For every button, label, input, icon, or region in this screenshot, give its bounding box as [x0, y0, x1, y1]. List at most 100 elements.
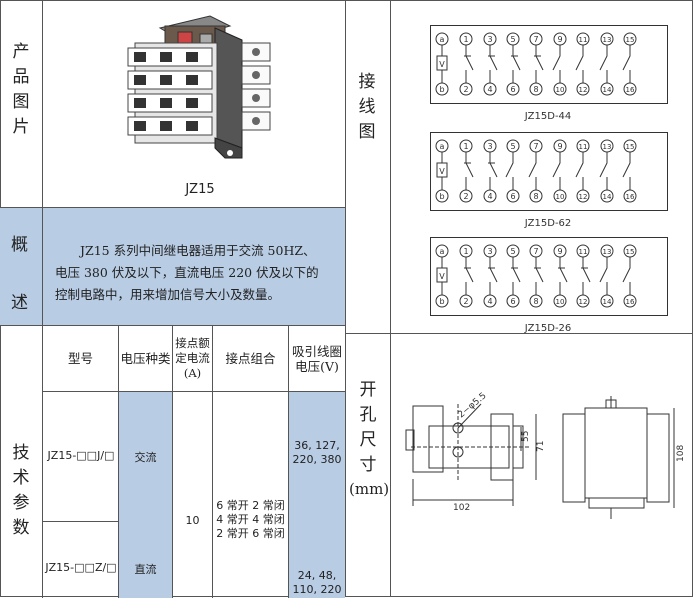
terminal-label-bottom-16: 16: [626, 193, 635, 201]
coil-label: V: [439, 167, 445, 176]
contact-nc-symbol: [581, 257, 591, 295]
overview-label-bottom: 述: [11, 293, 28, 313]
terminal-label-top-1: 1: [463, 247, 468, 256]
contact-no-symbol: [505, 152, 514, 190]
dim-height-inner-label: 55: [521, 431, 531, 442]
terminal-label-top-13: 13: [603, 248, 612, 256]
row-dc-model: JZ15-□□Z/□: [45, 561, 117, 574]
terminal-label-bottom-2: 2: [463, 192, 468, 201]
terminal-label-bottom-14: 14: [603, 86, 612, 94]
terminal-label-top-9: 9: [557, 142, 562, 151]
row-line-header: [42, 391, 345, 392]
terminal-label-top-7: 7: [533, 142, 538, 151]
row-dc-coil-voltage-l2: 110, 220: [292, 583, 342, 596]
row-dc-voltage-type: 直流: [134, 563, 157, 576]
terminal-label-bottom-14: 14: [603, 298, 612, 306]
col-line-4: [288, 326, 289, 598]
terminal-label-top-15: 15: [626, 248, 635, 256]
terminal-label-top-13: 13: [603, 36, 612, 44]
contact-no-symbol: [622, 152, 631, 190]
header-contacts: 接点组合: [225, 351, 276, 366]
terminal-label-bottom-8: 8: [533, 297, 538, 306]
terminal-label-top-a: a: [440, 247, 445, 256]
overview-label-top: 概: [11, 235, 28, 255]
contact-nc-symbol: [464, 257, 474, 295]
terminal-label-bottom-2: 2: [463, 297, 468, 306]
col-line-2: [172, 326, 173, 598]
rated-current-value: 10: [185, 514, 200, 527]
terminal-label-top-3: 3: [487, 247, 492, 256]
contact-nc-symbol: [488, 152, 498, 190]
relay-product-image: [127, 15, 271, 159]
terminal-label-bottom-4: 4: [487, 85, 492, 94]
mounting-label-char-3: 尺: [359, 430, 377, 450]
terminal-label-bottom-10: 10: [556, 298, 565, 306]
header-coil-voltage: 吸引线圈 电压(V): [289, 326, 345, 391]
contacts-line-1: 6 常开 2 常闭: [216, 499, 285, 512]
contact-no-symbol: [552, 45, 561, 83]
contact-no-symbol: [622, 257, 631, 295]
terminal-label-top-a: a: [440, 35, 445, 44]
terminal-label-bottom-2: 2: [463, 85, 468, 94]
divider-overview-label: [42, 208, 43, 326]
terminal-label-top-9: 9: [557, 35, 562, 44]
contact-no-symbol: [622, 45, 631, 83]
header-model: 型号: [67, 351, 93, 366]
contacts-combinations: 6 常开 2 常闭 4 常开 4 常闭 2 常开 6 常闭: [213, 499, 288, 541]
row-dc-coil-voltage: 24, 48, 110, 220: [289, 569, 345, 597]
contact-nc-symbol: [488, 257, 498, 295]
terminal-label-top-1: 1: [463, 142, 468, 151]
mounting-label-char-4: 寸: [359, 455, 377, 475]
contact-no-symbol: [599, 257, 608, 295]
row-ac-coil-voltage: 36, 127, 220, 380: [289, 439, 345, 467]
terminal-label-top-9: 9: [557, 247, 562, 256]
divider-main-vertical: [345, 0, 346, 597]
terminal-label-top-7: 7: [533, 247, 538, 256]
header-coil-voltage-l2: 电压(V): [295, 358, 339, 374]
terminal-label-top-11: 11: [579, 248, 588, 256]
contact-nc-symbol: [511, 257, 521, 295]
terminal-label-top-11: 11: [579, 36, 588, 44]
contact-nc-symbol: [558, 257, 568, 295]
wiring-diagram-caption-2: JZ15D-62: [524, 218, 572, 229]
contact-nc-symbol: [534, 257, 544, 295]
terminal-label-top-13: 13: [603, 143, 612, 151]
dim-height-outer-label: 71: [536, 441, 546, 452]
contact-no-symbol: [528, 152, 537, 190]
terminal-label-bottom-12: 12: [579, 193, 588, 201]
contacts-line-2: 4 常开 4 常闭: [216, 513, 285, 526]
mounting-section-label: 开 孔 尺 寸: [357, 378, 379, 478]
overview-text-line-1: JZ15 系列中间继电器适用于交流 50HZ、: [80, 243, 316, 258]
contacts-line-3: 2 常开 6 常闭: [216, 527, 285, 540]
mounting-label-char-2: 孔: [359, 405, 377, 425]
coil-label: V: [439, 272, 445, 281]
coil-symbol: [436, 162, 448, 178]
terminal-label-top-15: 15: [626, 36, 635, 44]
terminal-label-bottom-b: b: [439, 85, 444, 94]
header-voltage-type: 电压种类: [120, 351, 171, 366]
terminal-label-bottom-6: 6: [510, 85, 515, 94]
terminal-label-top-7: 7: [533, 35, 538, 44]
coil-symbol: [436, 55, 448, 71]
terminal-label-bottom-14: 14: [603, 193, 612, 201]
dim-height-side-label: 108: [676, 445, 686, 462]
product-section: 产品图片: [0, 0, 345, 207]
contact-nc-symbol: [464, 45, 474, 83]
divider-product-label: [42, 0, 43, 207]
terminal-label-top-1: 1: [463, 35, 468, 44]
dim-holes-label: 2−φ5.5: [457, 391, 489, 420]
terminal-label-top-5: 5: [510, 35, 515, 44]
terminal-label-top-11: 11: [579, 143, 588, 151]
row-ac-coil-voltage-l2: 220, 380: [292, 453, 342, 466]
header-coil-voltage-l1: 吸引线圈: [291, 343, 342, 359]
terminal-label-bottom-6: 6: [510, 192, 515, 201]
contact-nc-symbol: [464, 152, 474, 190]
contact-nc-symbol: [534, 45, 544, 83]
coil-symbol: [436, 267, 448, 283]
col-line-0: [42, 326, 43, 598]
terminal-label-bottom-b: b: [439, 192, 444, 201]
